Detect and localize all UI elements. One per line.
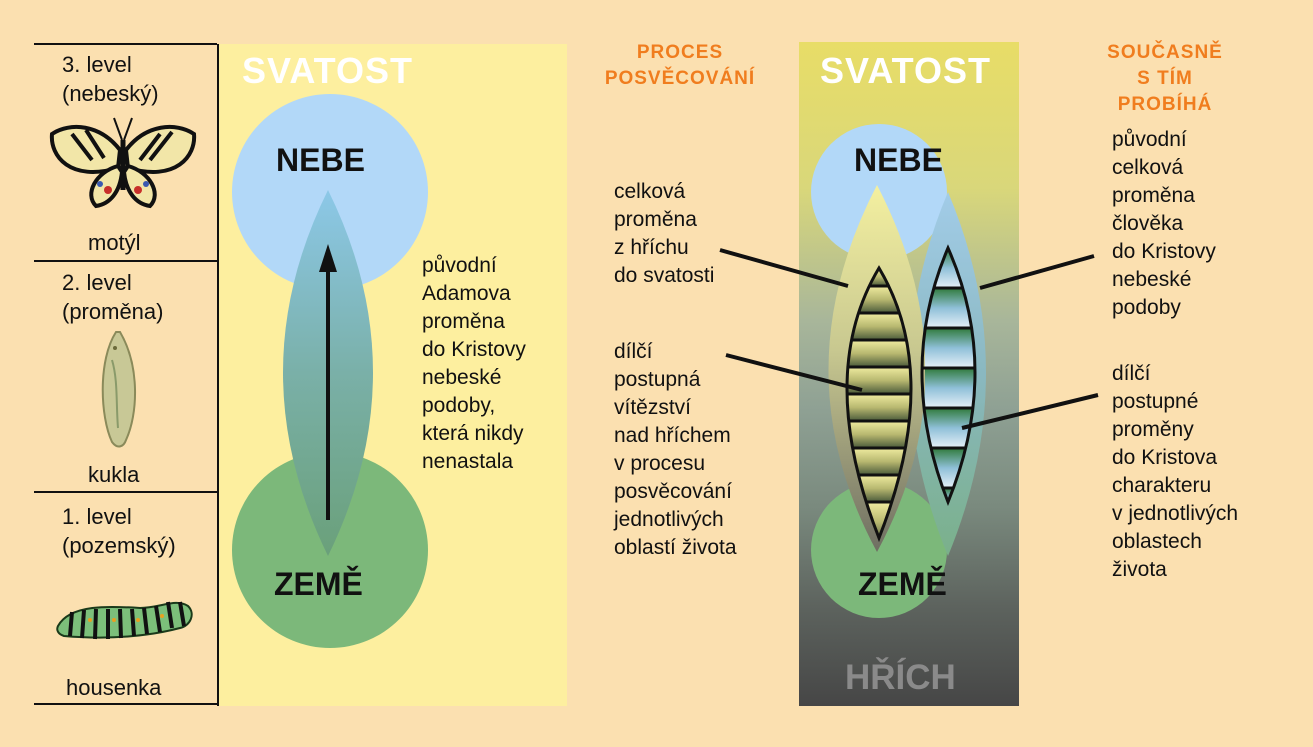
level-3-title: 3. level (nebeský) — [62, 52, 159, 106]
caterpillar-icon — [56, 601, 193, 640]
level-divider — [34, 43, 217, 45]
left-panel-description: původní Adamova proměna do Kristovy nebe… — [422, 254, 526, 473]
level-divider — [34, 703, 217, 705]
level-divider — [34, 260, 217, 262]
earth-label-right: ZEMĚ — [858, 566, 947, 602]
label-partial-changes: dílčí postupné proměny do Kristova chara… — [1112, 362, 1239, 581]
heaven-label-left: NEBE — [276, 142, 365, 178]
pointer-line-original-change — [979, 254, 1095, 290]
label-original-change: původní celková proměna člověka do Krist… — [1112, 128, 1216, 319]
earth-circle-right — [811, 482, 947, 618]
left-panel-title: SVATOST — [242, 50, 414, 91]
sin-label: HŘÍCH — [845, 658, 956, 697]
heaven-circle-left — [232, 94, 428, 290]
label-total-change: celková proměna z hříchu do svatosti — [614, 180, 715, 287]
right-heading: SOUČASNĚ S TÍM PROBÍHÁ — [1107, 42, 1223, 115]
earth-label-left: ZEMĚ — [274, 566, 363, 602]
center-heading: PROCES POSVĚCOVÁNÍ — [604, 42, 756, 89]
level-2-caption: kukla — [88, 462, 140, 487]
pointer-line-partial-victories — [725, 353, 863, 392]
level-2-title: 2. level (proměna) — [62, 270, 164, 324]
level-column-border — [217, 44, 219, 706]
butterfly-icon — [49, 117, 197, 209]
label-partial-victories: dílčí postupná vítězství nad hříchem v p… — [614, 340, 737, 559]
chrysalis-icon — [101, 331, 137, 448]
level-1-caption: housenka — [66, 675, 162, 700]
heaven-label-right: NEBE — [854, 142, 943, 178]
right-panel-title: SVATOST — [820, 50, 992, 91]
pointer-line-partial-changes — [961, 393, 1099, 430]
pointer-line-total-change — [719, 248, 849, 288]
upward-arrow-head — [319, 244, 337, 272]
level-divider — [34, 491, 217, 493]
level-3-caption: motýl — [88, 230, 141, 255]
level-1-title: 1. level (pozemský) — [62, 504, 176, 558]
